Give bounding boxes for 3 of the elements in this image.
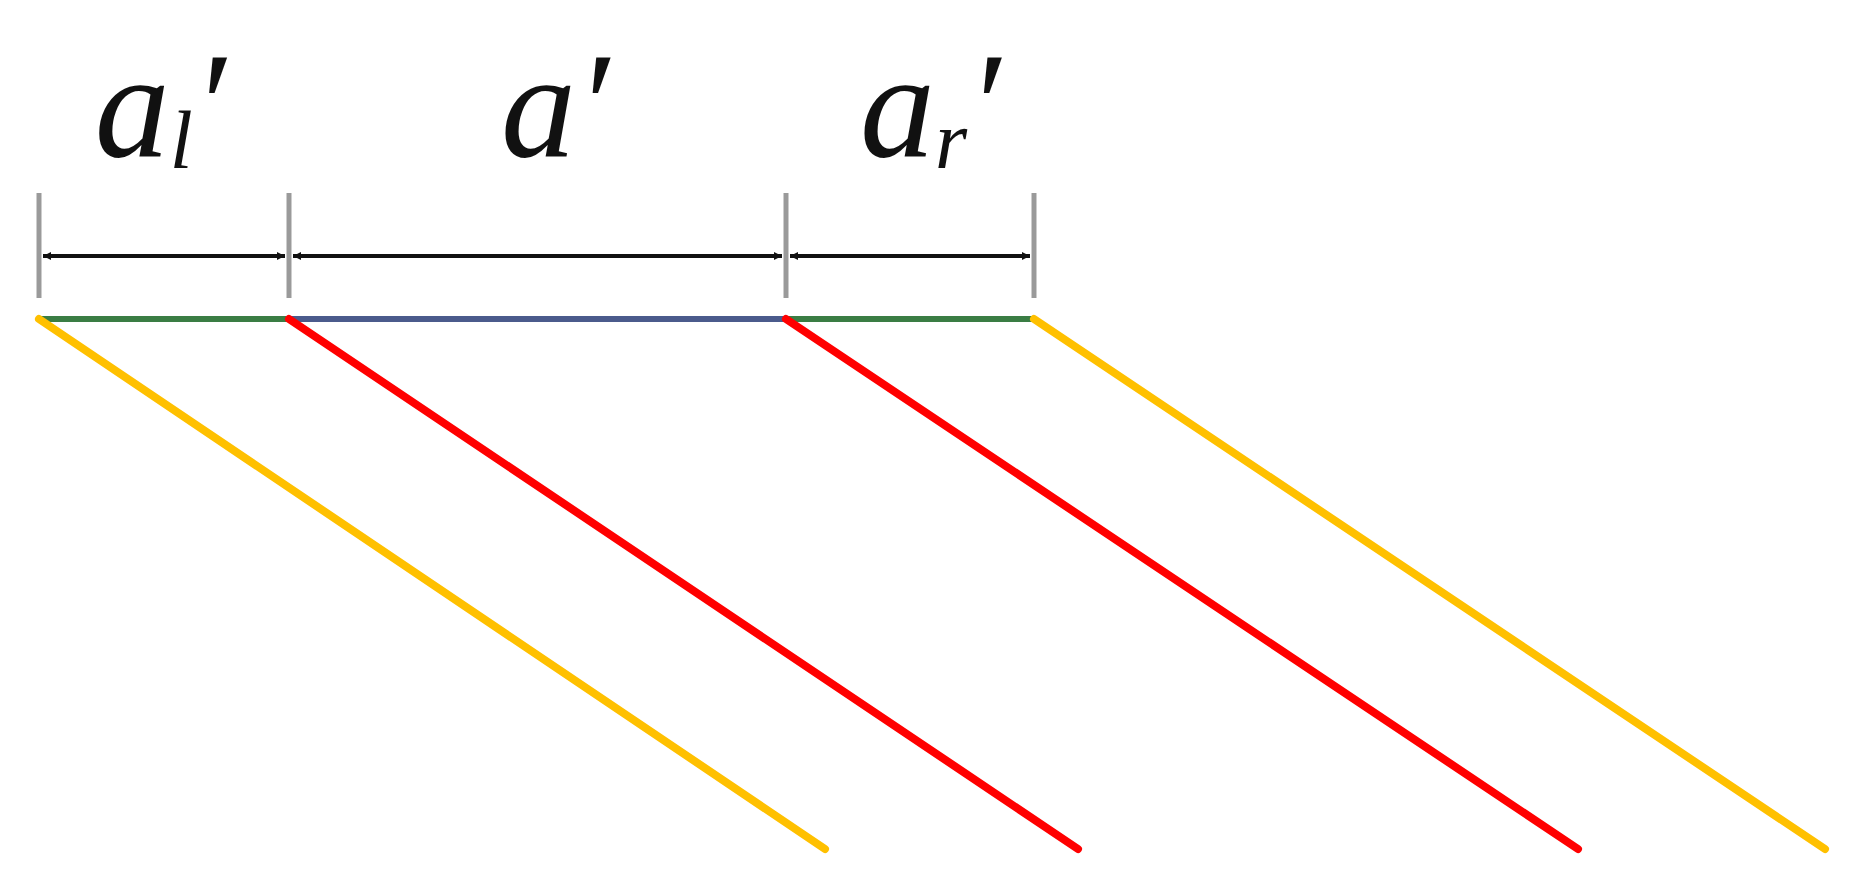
dimension-label: a′	[501, 30, 609, 180]
dimension-label: a$_{l}$′	[94, 30, 226, 182]
dimension-label: a$_{r}$′	[860, 30, 1000, 182]
